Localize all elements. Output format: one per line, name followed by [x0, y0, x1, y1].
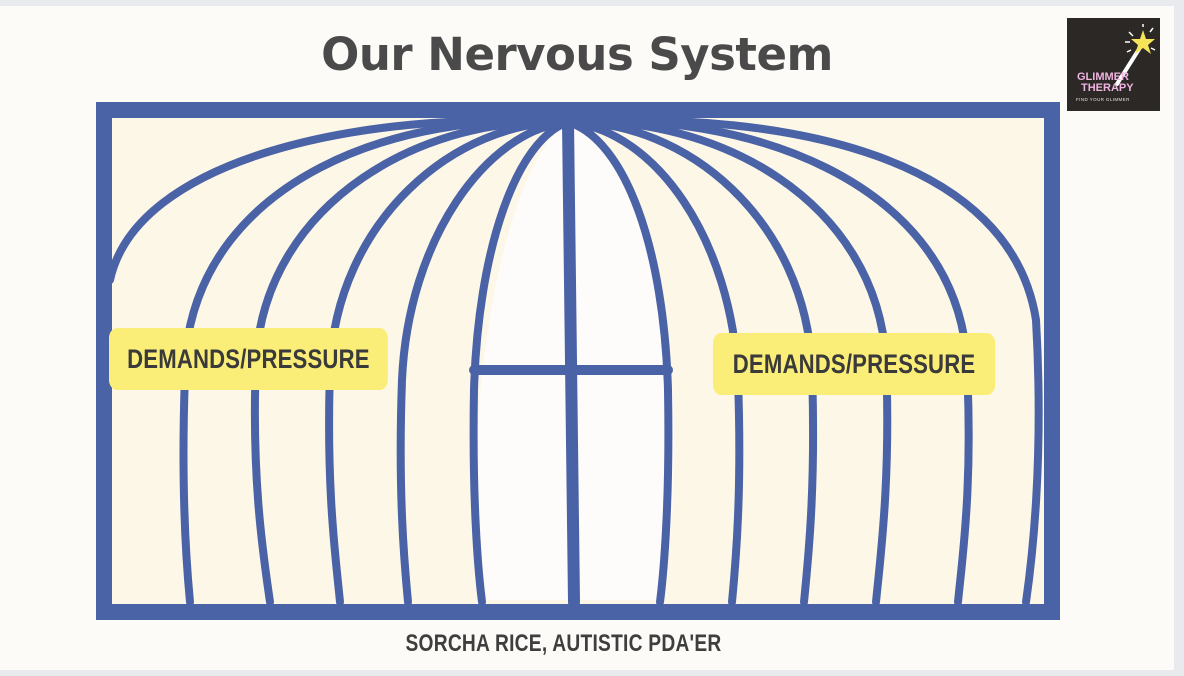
cage-bar-left-3 [250, 117, 572, 606]
cage-bar-right-3 [564, 117, 892, 606]
cage-frame [96, 102, 1060, 620]
logo-tagline: FIND YOUR GLIMMER [1076, 97, 1130, 102]
cage-center-vertical-bar [562, 116, 580, 608]
magic-wand-star-icon [1115, 24, 1156, 86]
author-caption: SORCHA RICE, AUTISTIC PDA'ER [0, 630, 1128, 658]
cage-bar-right-6 [564, 118, 673, 606]
glimmer-therapy-logo: GLIMMER THERAPY FIND YOUR GLIMMER [1067, 18, 1160, 111]
slide-title: Our Nervous System [321, 28, 833, 81]
cage-bar-right-2 [564, 116, 973, 606]
cage-bar-left-2 [179, 116, 572, 606]
demands-pressure-label-right: DEMANDS/PRESSURE [713, 333, 996, 395]
demands-pressure-label-left: DEMANDS/PRESSURE [109, 328, 388, 390]
logo-text-line2: THERAPY [1081, 82, 1134, 94]
logo-text-line1: GLIMMER [1077, 71, 1129, 83]
cage-bar-left-5 [396, 118, 572, 606]
slide: Our Nervous System GLIMMER THERAPY FIND … [0, 6, 1174, 670]
cage-bar-left-6 [469, 118, 572, 606]
author-caption-text: SORCHA RICE, AUTISTIC PDA'ER [405, 630, 722, 657]
cage-bar-right-1 [564, 116, 1043, 606]
